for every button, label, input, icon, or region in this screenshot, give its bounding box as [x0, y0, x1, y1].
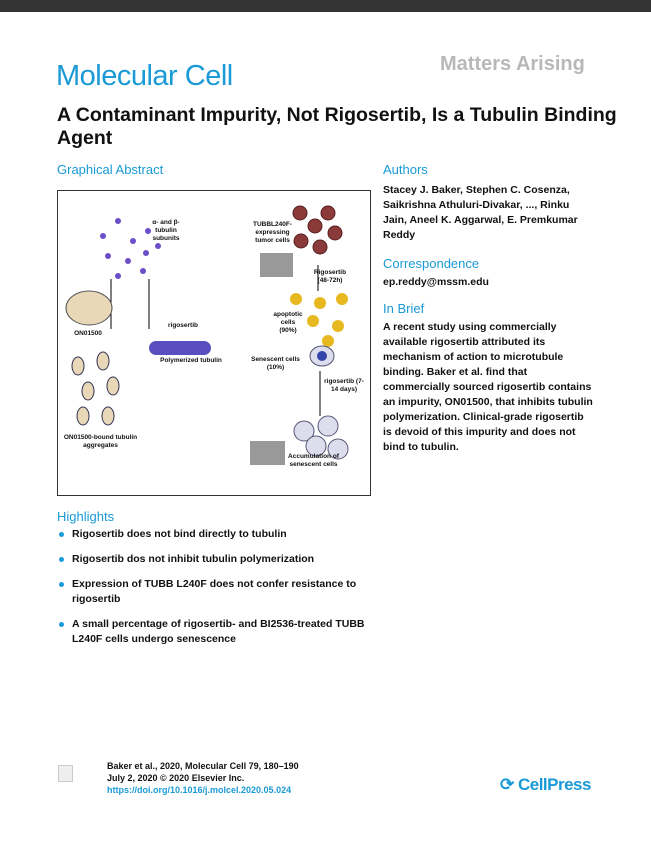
highlight-item: A small percentage of rigosertib- and BI… [57, 617, 367, 647]
in-brief-heading: In Brief [383, 301, 425, 316]
authors-heading: Authors [383, 162, 428, 177]
article-type: Matters Arising [440, 53, 585, 75]
check-for-updates-icon[interactable] [58, 765, 73, 782]
correspondence-heading: Correspondence [383, 256, 480, 271]
citation: Baker et al., 2020, Molecular Cell 79, 1… [107, 761, 299, 771]
graphical-abstract-figure: α- and β-tubulin subunits ON01500 rigose… [57, 190, 371, 496]
graphical-abstract-heading: Graphical Abstract [57, 162, 164, 177]
label-aggregates: ON01500-bound tubulin aggregates [63, 434, 138, 449]
label-polymerized-tubulin: Polymerized tubulin [160, 357, 222, 364]
in-brief-text: A recent study using commercially availa… [383, 321, 593, 453]
highlights-list: Rigosertib does not bind directly to tub… [57, 527, 367, 657]
publication-date: July 2, 2020 © 2020 Elsevier Inc. [107, 773, 245, 783]
highlight-item: Rigosertib does not bind directly to tub… [57, 527, 367, 542]
authors-list: Stacey J. Baker, Stephen C. Cosenza, Sai… [383, 184, 578, 241]
label-apoptotic: apoptotic cells (90%) [273, 311, 303, 334]
label-rigosertib-48h: Rigosertib (48-72h) [313, 269, 347, 284]
label-rigosertib-7d: rigosertib (7-14 days) [324, 378, 364, 393]
citation-block: Baker et al., 2020, Molecular Cell 79, 1… [107, 760, 299, 796]
label-senescent: Senescent cells (10%) [251, 356, 300, 371]
doi-link[interactable]: https://doi.org/10.1016/j.molcel.2020.05… [107, 785, 292, 795]
figure-illustration [65, 205, 349, 465]
cellpress-logo: ⟳ CellPress [500, 775, 591, 795]
article-title: A Contaminant Impurity, Not Rigosertib, … [57, 104, 617, 149]
label-accumulation: Accumulation of senescent cells [288, 453, 339, 468]
publisher-name: CellPress [517, 775, 592, 794]
correspondence-email[interactable]: ep.reddy@mssm.edu [383, 276, 489, 288]
label-on01500: ON01500 [74, 330, 102, 337]
highlight-item: Expression of TUBB L240F does not confer… [57, 577, 367, 607]
highlights-heading: Highlights [57, 509, 115, 524]
label-tumor-cells: TUBBL240F-expressing tumor cells [252, 221, 292, 244]
cellpress-icon: ⟳ [500, 775, 518, 794]
highlight-item: Rigosertib dos not inhibit tubulin polym… [57, 552, 367, 567]
label-subunits: α- and β-tubulin subunits [152, 219, 180, 242]
viewer-top-bar [0, 0, 651, 12]
label-rigosertib: rigosertib [168, 322, 198, 329]
journal-name: Molecular Cell [56, 60, 233, 92]
